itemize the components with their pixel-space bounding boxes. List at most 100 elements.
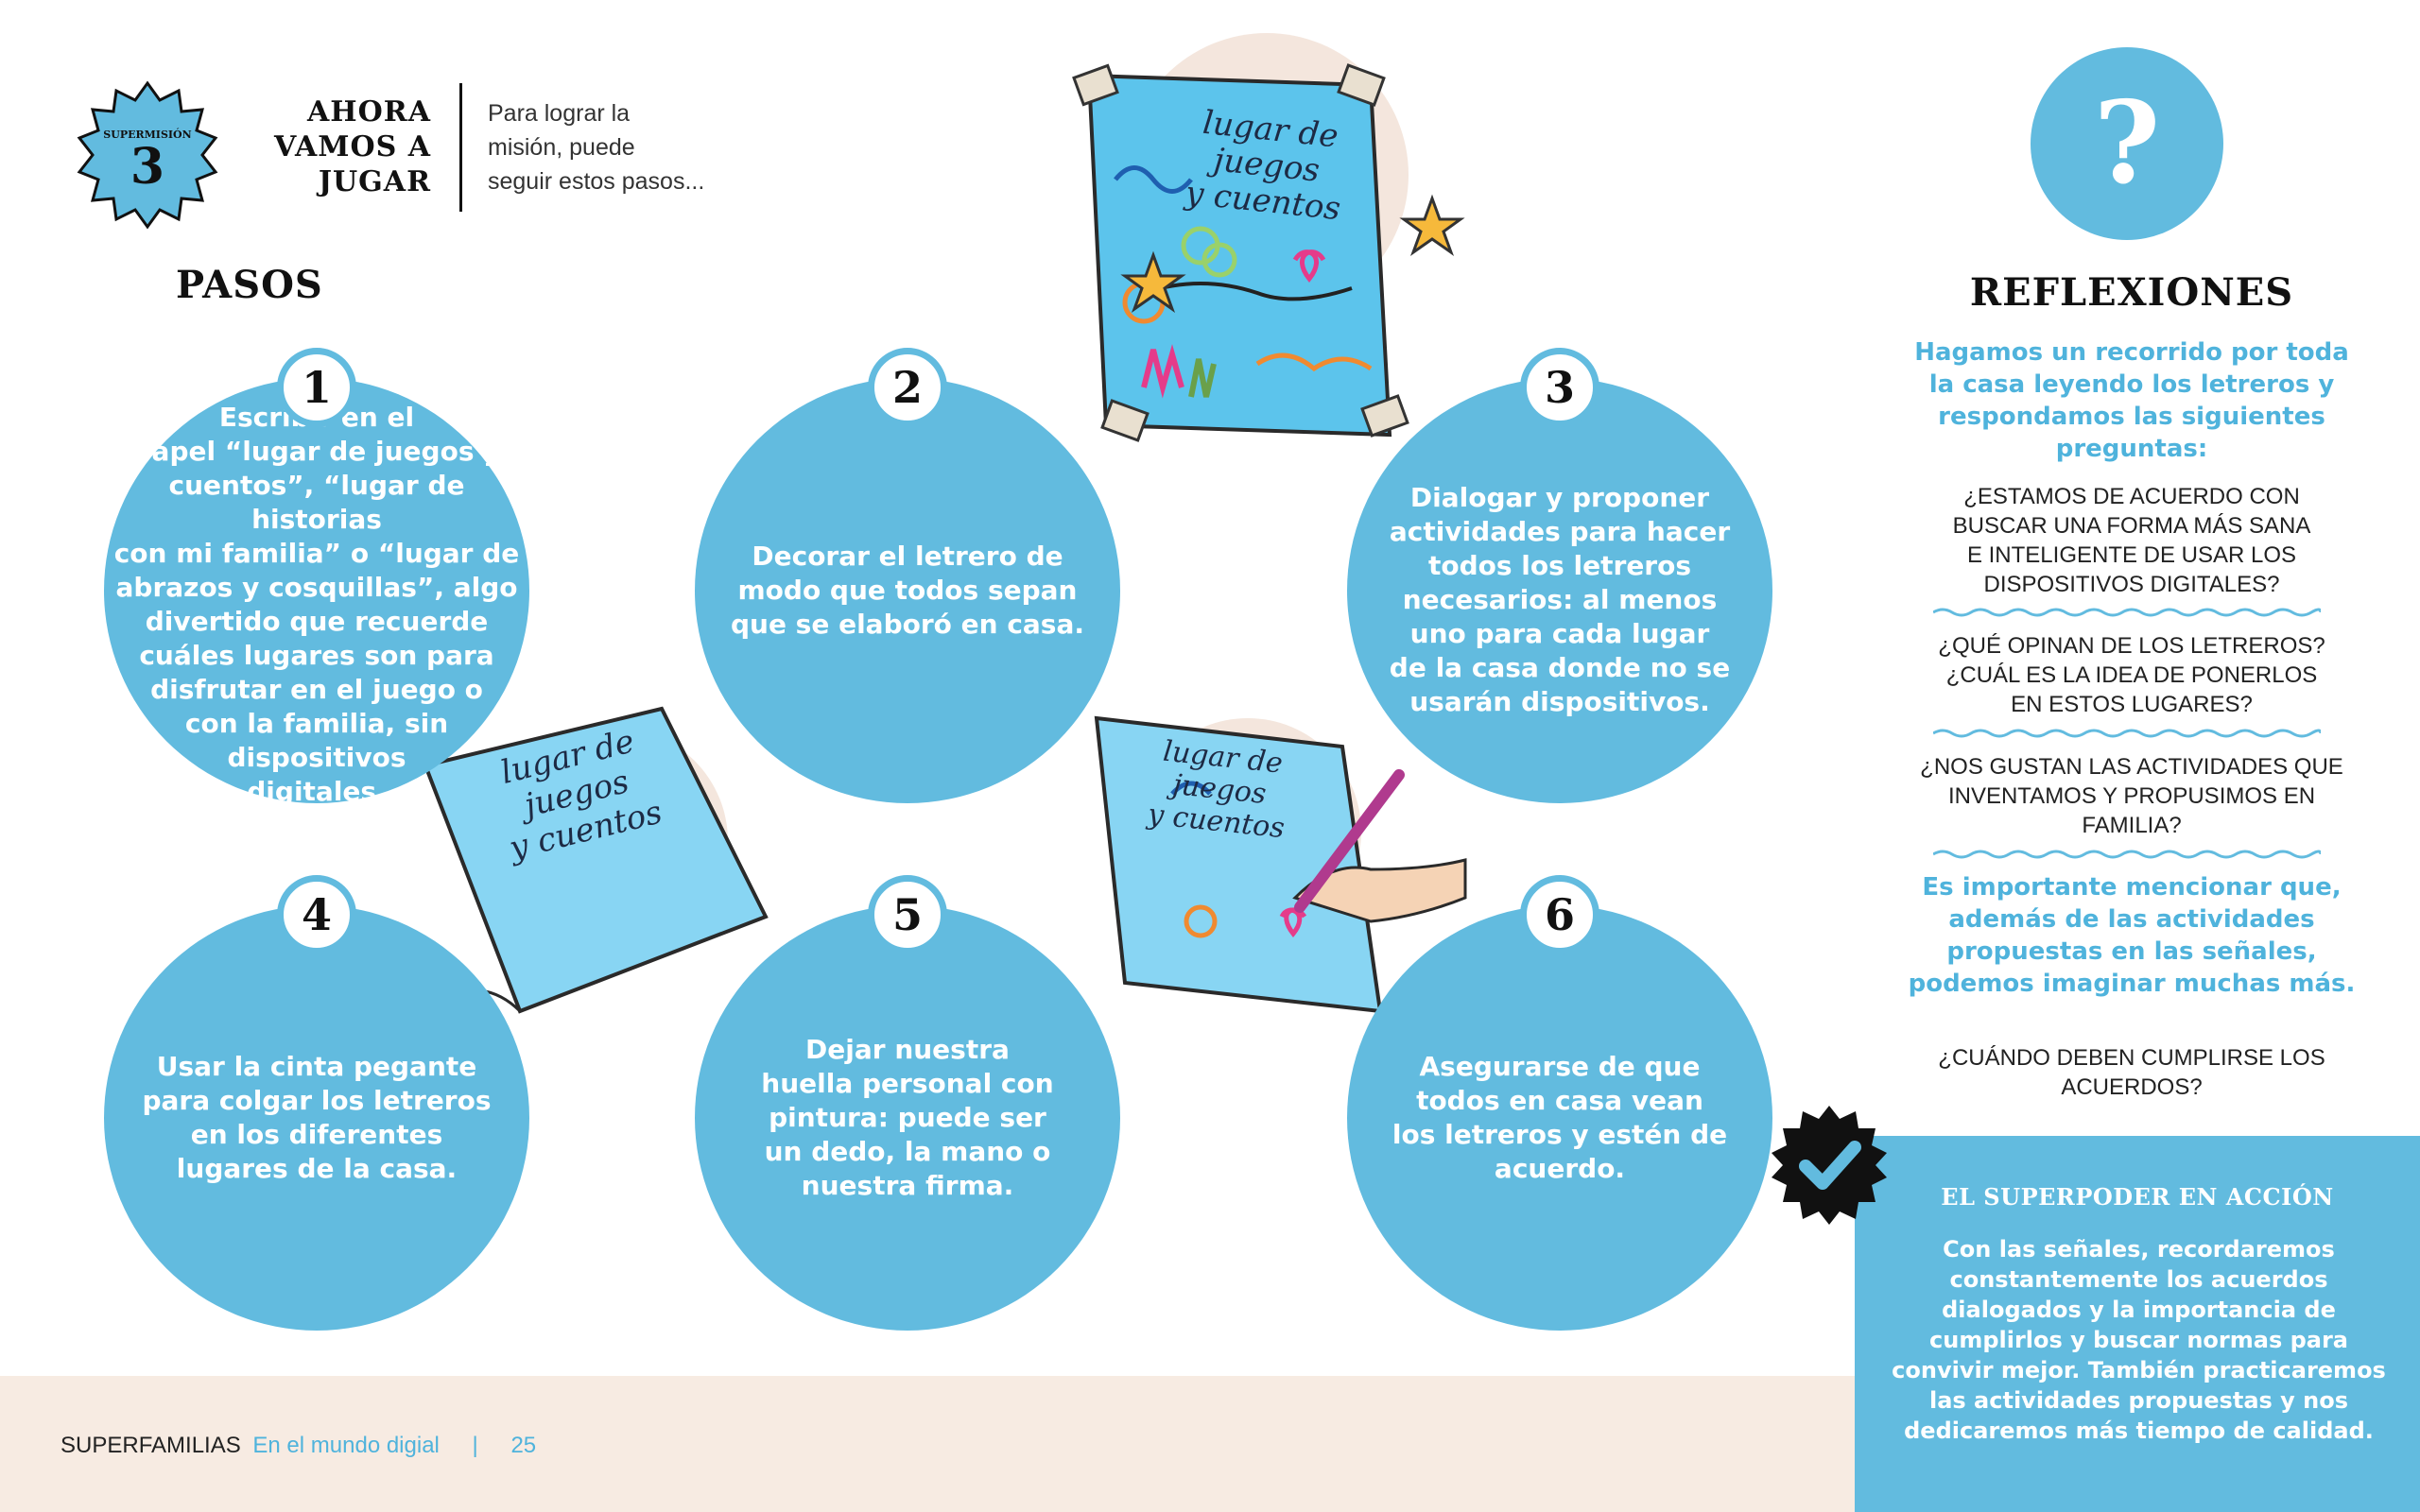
footer-text: SUPERFAMILIAS En el mundo digial | 25: [60, 1433, 536, 1459]
step-line: disfrutar en el juego o: [150, 674, 483, 705]
question-3: ¿NOS GUSTAN LAS ACTIVIDADES QUE INVENTAM…: [1914, 752, 2349, 840]
step-6-circle: Asegurarse de que todos en casa vean los…: [1347, 905, 1772, 1331]
step-line: uno para cada lugar: [1409, 618, 1710, 649]
step-5-circle: Dejar nuestra huella personal con pintur…: [695, 905, 1120, 1331]
badge-label: SUPERMISIÓN: [103, 129, 192, 141]
mission-title: AHORA VAMOS A JUGAR: [236, 94, 431, 199]
superpoder-line: las actividades propuestas y nos: [1928, 1387, 2349, 1414]
reflexiones-title: REFLEXIONES: [1969, 270, 2294, 315]
step-2-number: 2: [868, 348, 947, 427]
intro-line: Para lograr la: [488, 100, 631, 127]
intro-line: Hagamos un recorrido por toda: [1914, 338, 2349, 367]
step-line: todos en casa vean: [1416, 1085, 1703, 1116]
step-line: con la familia, sin: [184, 708, 449, 739]
step-line: nuestra firma.: [801, 1170, 1014, 1201]
footer-separator: |: [472, 1433, 478, 1458]
step-line: Usar la cinta pegante: [156, 1051, 477, 1082]
note-line: además de las actividades: [1948, 905, 2315, 934]
step-line: en los diferentes: [190, 1119, 443, 1150]
verified-badge-icon: [1768, 1104, 1891, 1227]
intro-line: seguir estos pasos...: [488, 168, 705, 195]
superpoder-line: convivir mejor. También practicaremos: [1892, 1357, 2386, 1383]
reflexiones-intro: Hagamos un recorrido por toda la casa le…: [1914, 336, 2349, 465]
wavy-divider: [1933, 729, 2321, 738]
step-4-circle: Usar la cinta pegante para colgar los le…: [104, 905, 529, 1331]
step-line: todos los letreros: [1427, 550, 1692, 581]
question-line: FAMILIA?: [2082, 813, 2182, 838]
step-line: papel “lugar de juegos y: [132, 436, 501, 467]
step-line: huella personal con: [761, 1068, 1054, 1099]
question-line: ¿QUÉ OPINAN DE LOS LETREROS?: [1938, 633, 2325, 659]
step-line: cuáles lugares son para: [139, 640, 494, 671]
step-line: con mi familia” o “lugar de: [113, 538, 520, 569]
step-line: Dejar nuestra: [805, 1034, 1010, 1065]
step-line: usarán dispositivos.: [1409, 686, 1710, 717]
step-line: lugares de la casa.: [176, 1153, 458, 1184]
question-line: ¿ESTAMOS DE ACUERDO CON: [1963, 484, 2300, 509]
superpoder-title: EL SUPERPODER EN ACCIÓN: [1941, 1183, 2334, 1211]
step-line: para colgar los letreros: [142, 1085, 492, 1116]
step-1-number: 1: [277, 348, 356, 427]
step-6-number: 6: [1520, 875, 1599, 954]
question-mark-icon: ?: [2031, 47, 2223, 240]
step-line: pintura: puede ser: [769, 1102, 1046, 1133]
superpoder-text: Con las señales, recordaremos constantem…: [1867, 1234, 2411, 1446]
question-line: ¿NOS GUSTAN LAS ACTIVIDADES QUE: [1920, 754, 2343, 780]
question-mark-symbol: ?: [2093, 77, 2161, 210]
page-number: 25: [510, 1433, 537, 1458]
question-line: BUSCAR UNA FORMA MÁS SANA: [1952, 513, 2311, 539]
question-2: ¿QUÉ OPINAN DE LOS LETREROS? ¿CUÁL ES LA…: [1914, 631, 2349, 719]
step-line: Asegurarse de que: [1419, 1051, 1701, 1082]
step-line: que se elaboró en casa.: [730, 609, 1085, 640]
step-2-circle: Decorar el letrero de modo que todos sep…: [695, 378, 1120, 803]
intro-line: respondamos las siguientes: [1938, 403, 2325, 431]
step-5-number: 5: [868, 875, 947, 954]
step-line: los letreros y estén de: [1392, 1119, 1728, 1150]
step-3-circle: Dialogar y proponer actividades para hac…: [1347, 378, 1772, 803]
superpoder-line: Con las señales, recordaremos: [1943, 1236, 2335, 1263]
badge-number: 3: [130, 138, 165, 196]
step-line: necesarios: al menos: [1402, 584, 1718, 615]
footer-bar: [0, 1376, 1855, 1512]
question-line: EN ESTOS LUGARES?: [2011, 692, 2253, 717]
question-4: ¿CUÁNDO DEBEN CUMPLIRSE LOS ACUERDOS?: [1914, 1043, 2349, 1102]
note-line: propuestas en las señales,: [1946, 937, 2317, 966]
steps-title: PASOS: [176, 263, 323, 307]
question-line: DISPOSITIVOS DIGITALES?: [1983, 572, 2280, 597]
wavy-divider: [1933, 850, 2321, 859]
mission-badge: SUPERMISIÓN 3: [72, 79, 223, 231]
step-3-text: Dialogar y proponer actividades para hac…: [1390, 462, 1730, 719]
superpoder-line: constantemente los acuerdos: [1949, 1266, 2328, 1293]
step-2-text: Decorar el letrero de modo que todos sep…: [731, 540, 1084, 642]
step-line: digitales.: [247, 776, 387, 807]
mission-title-line: JUGAR: [318, 165, 431, 198]
question-line: INVENTAMOS Y PROPUSIMOS EN: [1947, 783, 2316, 809]
step-4-text: Usar la cinta pegante para colgar los le…: [142, 1050, 491, 1186]
footer-subtitle: En el mundo digial: [252, 1433, 440, 1458]
step-line: acuerdo.: [1494, 1153, 1626, 1184]
step-1-circle: Escribir en el papel “lugar de juegos y …: [104, 378, 529, 807]
step-6-text: Asegurarse de que todos en casa vean los…: [1392, 1050, 1727, 1186]
intro-line: misión, puede: [488, 134, 635, 161]
reflexiones-note: Es importante mencionar que, además de l…: [1900, 871, 2363, 1000]
superpoder-line: dedicaremos más tiempo de calidad.: [1904, 1418, 2374, 1444]
step-line: cuentos”, “lugar de historias: [168, 470, 465, 535]
step-line: Decorar el letrero de: [752, 541, 1063, 572]
step-line: divertido que recuerde: [145, 606, 489, 637]
sign-illustration-top: lugar de juegos y cuentos: [1030, 19, 1484, 472]
note-line: Es importante mencionar que,: [1922, 873, 2342, 902]
step-line: un dedo, la mano o: [764, 1136, 1051, 1167]
superpoder-box: [1855, 1136, 2420, 1512]
mission-intro: Para lograr la misión, puede seguir esto…: [488, 96, 704, 198]
header-divider: [459, 83, 462, 212]
step-line: de la casa donde no se: [1389, 652, 1731, 683]
step-4-number: 4: [277, 875, 356, 954]
mission-title-line: VAMOS A: [274, 130, 431, 163]
step-3-number: 3: [1520, 348, 1599, 427]
intro-line: preguntas:: [2055, 435, 2208, 463]
superpoder-line: dialogados y la importancia de: [1942, 1297, 2336, 1323]
question-line: E INTELIGENTE DE USAR LOS: [1966, 542, 2297, 568]
step-line: dispositivos: [227, 742, 406, 773]
step-line: actividades para hacer: [1389, 516, 1731, 547]
sign-illustration-hand: lugar de juegos y cuentos: [1087, 699, 1484, 1058]
